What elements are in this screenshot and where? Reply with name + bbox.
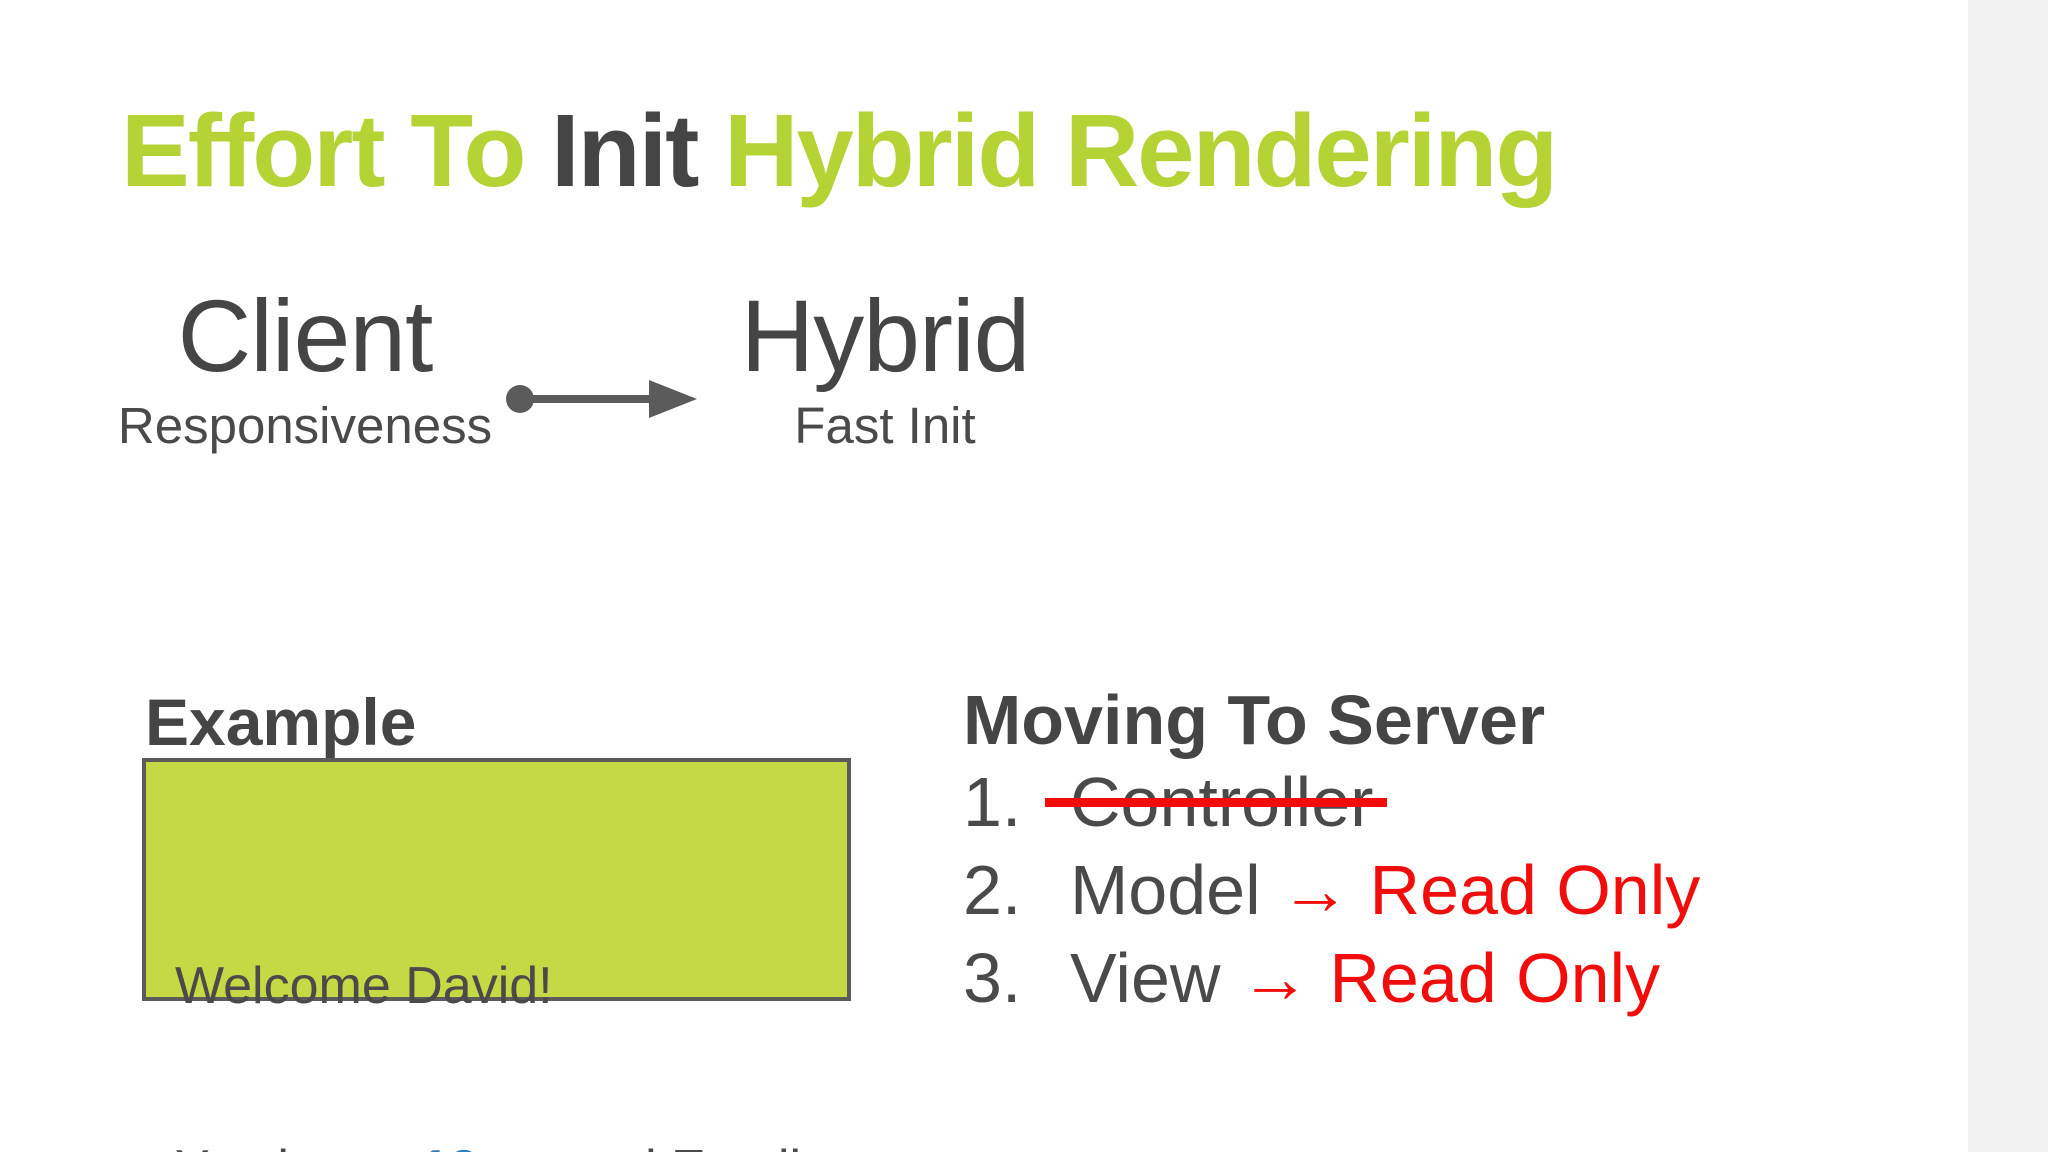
title-segment-green: Effort To [121, 93, 552, 208]
right-edge-shade [1968, 0, 2048, 1152]
moving-to-server-section: Moving To Server 1. Controller 2. Model → … [963, 682, 1793, 1022]
view-read-only-suffix: → Read Only [1220, 939, 1661, 1017]
example-card-text: Welcome David! You have 12 unread Emails [175, 834, 827, 1152]
list-item-model: 2. Model → Read Only [963, 846, 1793, 934]
slide-title: Effort To Init Hybrid Rendering [121, 92, 1558, 210]
transition-arrow-icon [506, 380, 697, 418]
unread-line-prefix: You have [175, 1140, 404, 1152]
list-item-controller: 1. Controller [963, 758, 1793, 846]
client-label: Client [177, 279, 434, 393]
model-label: Model [1070, 851, 1261, 929]
welcome-line: Welcome David! [175, 957, 553, 1015]
list-item-view: 3. View → Read Only [963, 934, 1793, 1022]
controller-struck-label: Controller [1044, 758, 1388, 846]
hybrid-sublabel: Fast Init [794, 397, 976, 454]
moving-to-server-heading: Moving To Server [963, 681, 1546, 759]
list-number: 1. [963, 763, 1022, 841]
unread-line: You have 12 unread Emails [175, 1139, 827, 1152]
hybrid-label: Hybrid [740, 279, 1031, 393]
title-segment-dark: Init [551, 93, 699, 208]
unread-line-suffix: unread Emails [480, 1140, 827, 1152]
example-heading: Example [145, 685, 417, 759]
view-label: View [1070, 939, 1221, 1017]
example-card: Welcome David! You have 12 unread Emails [142, 758, 851, 1152]
title-segment-green: Hybrid Rendering [697, 93, 1558, 208]
list-number: 2. [963, 851, 1022, 929]
moving-to-server-list: 1. Controller 2. Model → Read Only 3. View … [963, 758, 1793, 1022]
client-sublabel: Responsiveness [117, 397, 493, 454]
model-read-only-suffix: → Read Only [1260, 851, 1701, 929]
client-node: Client Responsiveness [115, 280, 495, 454]
hybrid-node: Hybrid Fast Init [695, 280, 1075, 454]
unread-count-link[interactable]: 12 [418, 1140, 481, 1152]
list-number: 3. [963, 939, 1022, 1017]
